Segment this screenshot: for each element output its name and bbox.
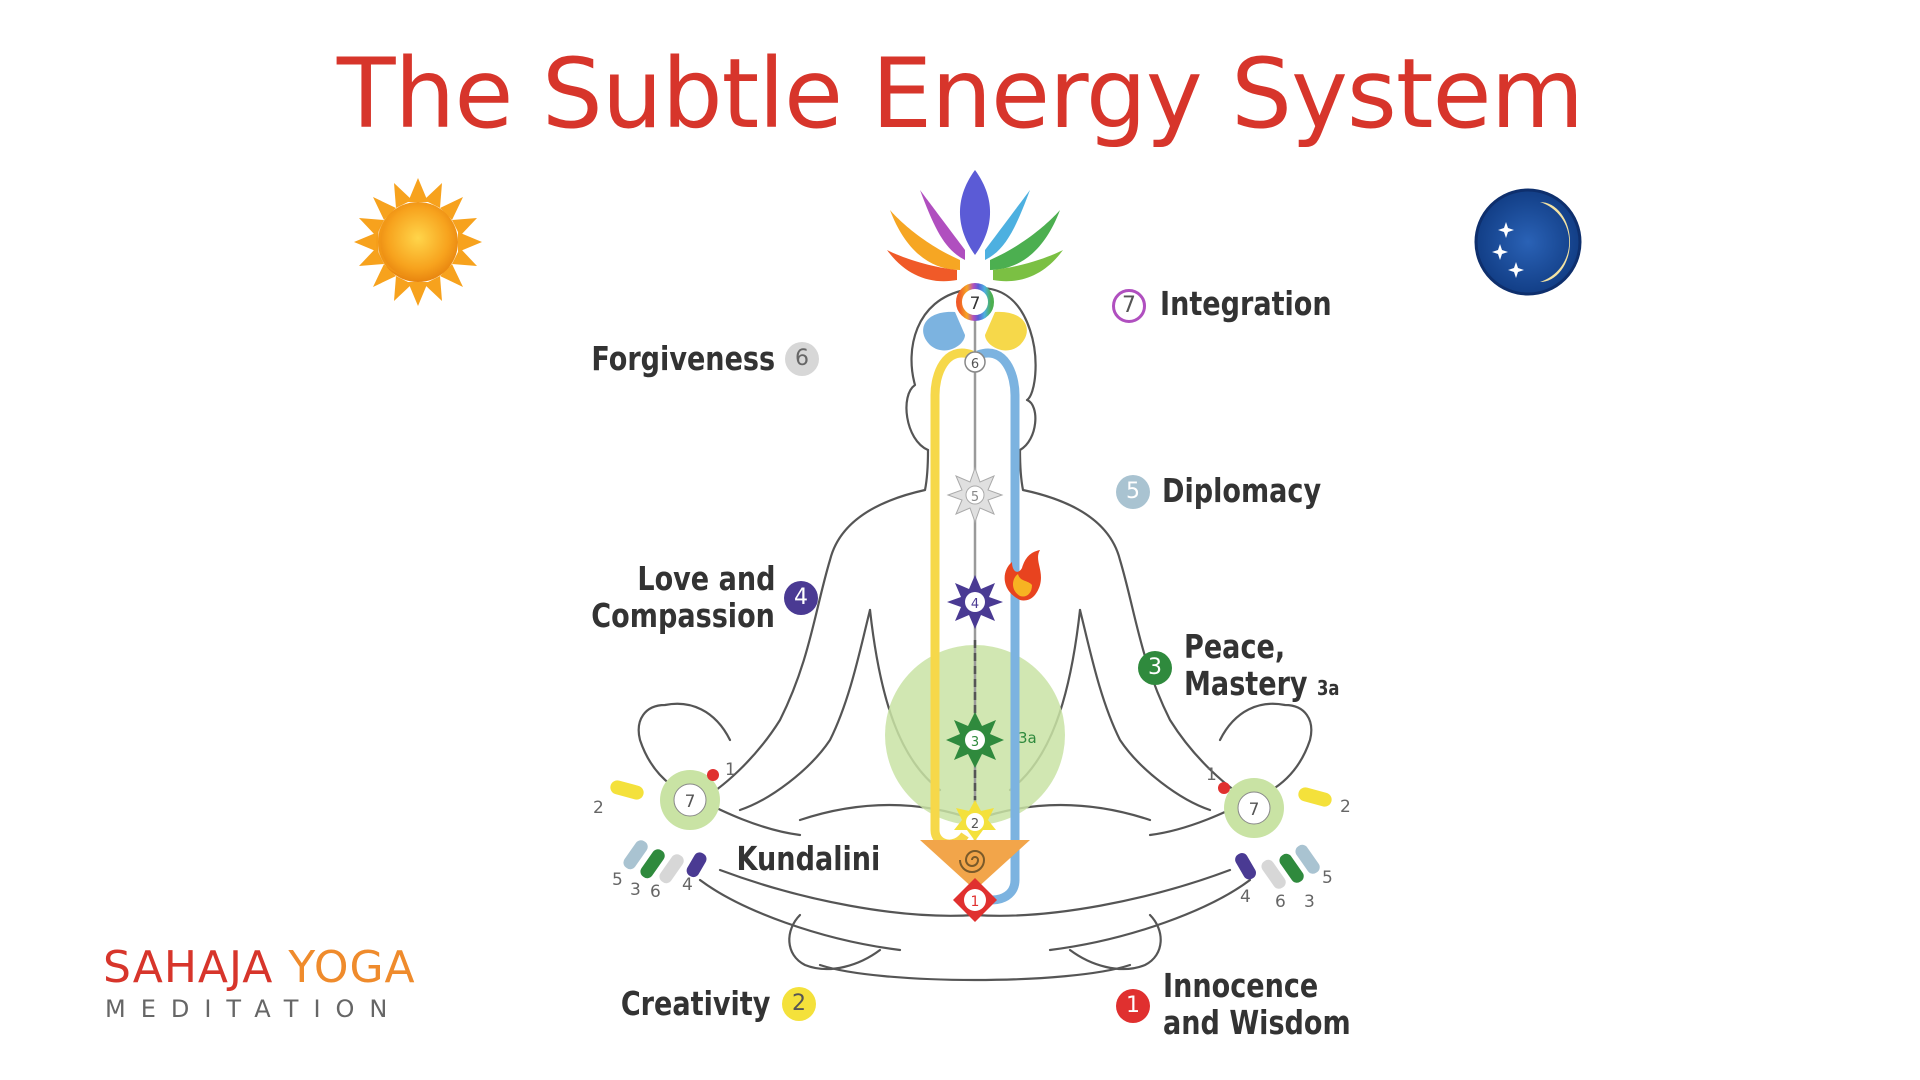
chakra-6-marker: 6 bbox=[964, 351, 986, 373]
chakra-4-marker: 4 bbox=[947, 575, 1003, 629]
chakra-6-badge: 6 bbox=[785, 342, 819, 376]
sun-icon bbox=[354, 178, 482, 306]
kundalini-spiral-icon bbox=[920, 840, 1030, 890]
svg-text:2: 2 bbox=[971, 817, 979, 832]
chakra-7-label: Integration bbox=[1160, 284, 1332, 323]
svg-text:4: 4 bbox=[682, 875, 693, 895]
chakra-4-label-line1: Love and bbox=[636, 559, 775, 598]
chakra-2-badge: 2 bbox=[782, 987, 816, 1021]
moon-stars-icon bbox=[1474, 188, 1582, 296]
lotus-icon bbox=[887, 170, 1063, 282]
chakra-1-badge: 1 bbox=[1116, 989, 1150, 1023]
chakra-6-label: Forgiveness bbox=[591, 339, 775, 378]
svg-text:1: 1 bbox=[971, 894, 980, 910]
svg-text:1: 1 bbox=[1206, 765, 1217, 785]
svg-text:7: 7 bbox=[1249, 800, 1260, 820]
svg-text:3: 3 bbox=[971, 735, 979, 750]
svg-text:6: 6 bbox=[971, 357, 979, 372]
svg-text:6: 6 bbox=[650, 882, 661, 902]
svg-text:5: 5 bbox=[971, 490, 979, 505]
chakra-3-label-line2: Mastery 3a bbox=[1184, 664, 1340, 703]
svg-text:7: 7 bbox=[685, 792, 696, 812]
chakra-5-label: Diplomacy bbox=[1162, 471, 1322, 510]
chakra-7-badge: 7 bbox=[1112, 289, 1146, 323]
svg-text:4: 4 bbox=[971, 597, 979, 612]
svg-text:7: 7 bbox=[970, 294, 981, 314]
chakra-1-label-line1: Innocence bbox=[1163, 966, 1319, 1005]
right-hand-chakras: 7 1 2 4 6 3 5 bbox=[1206, 765, 1351, 912]
chakra-2-marker: 2 bbox=[954, 800, 996, 841]
svg-text:6: 6 bbox=[1275, 892, 1286, 912]
logo-subtitle: MEDITATION bbox=[105, 995, 403, 1023]
flame-icon bbox=[1004, 550, 1041, 601]
void-label: 3a bbox=[1018, 729, 1037, 747]
chakra-4-label-line2: Compassion bbox=[591, 596, 775, 635]
logo: SAHAJA YOGA bbox=[103, 942, 416, 993]
logo-word-yoga: YOGA bbox=[288, 942, 416, 993]
chakra-3-badge: 3 bbox=[1138, 651, 1172, 685]
chakra-1-label-line2: and Wisdom bbox=[1163, 1003, 1351, 1042]
chakra-3-label-line1: Peace, bbox=[1184, 627, 1286, 666]
chakra-3a-suffix: 3a bbox=[1317, 676, 1340, 700]
chakra-5-badge: 5 bbox=[1116, 475, 1150, 509]
chakra-3-marker: 3 bbox=[946, 712, 1004, 768]
chakra-1-marker: 1 bbox=[953, 878, 997, 922]
svg-text:5: 5 bbox=[612, 870, 623, 890]
page-title: The Subtle Energy System bbox=[336, 38, 1584, 150]
svg-text:1: 1 bbox=[725, 760, 736, 780]
chakra-5-marker: 5 bbox=[946, 466, 1004, 524]
chakra-2-label: Creativity bbox=[620, 984, 770, 1023]
svg-text:3: 3 bbox=[630, 880, 641, 900]
left-hand-chakras: 7 1 2 5 3 6 4 bbox=[593, 760, 736, 902]
chakra-4-badge: 4 bbox=[784, 581, 818, 615]
svg-text:2: 2 bbox=[593, 798, 604, 818]
kundalini-label: Kundalini bbox=[736, 839, 880, 878]
chakra-7-marker: 7 bbox=[956, 283, 994, 321]
svg-text:2: 2 bbox=[1340, 797, 1351, 817]
svg-text:4: 4 bbox=[1240, 887, 1251, 907]
svg-text:3: 3 bbox=[1304, 892, 1315, 912]
logo-word-sahaja: SAHAJA bbox=[103, 942, 274, 993]
svg-text:5: 5 bbox=[1322, 868, 1333, 888]
